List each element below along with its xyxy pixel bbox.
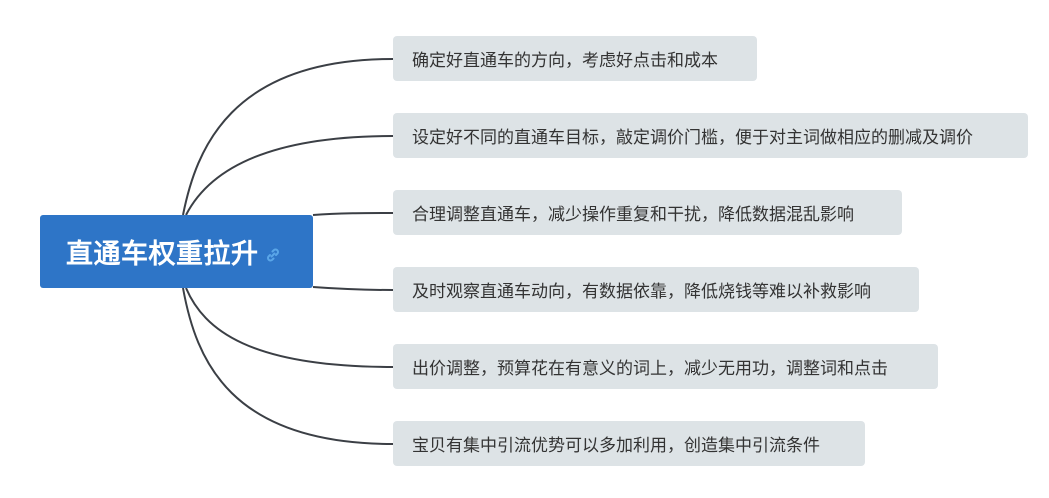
root-topic[interactable]: 直通车权重拉升 [40, 215, 313, 288]
branch-topic-label: 及时观察直通车动向，有数据依靠，降低烧钱等难以补救影响 [412, 282, 871, 302]
branch-topic-label: 合理调整直通车，减少操作重复和干扰，降低数据混乱影响 [412, 205, 854, 225]
branch-topic-label: 设定好不同的直通车目标，敲定调价门槛，便于对主词做相应的删减及调价 [412, 128, 973, 148]
branch-topic-5[interactable]: 出价调整，预算花在有意义的词上，减少无用功，调整词和点击 [393, 344, 938, 389]
link-icon[interactable] [265, 247, 281, 263]
branch-topic-label: 出价调整，预算花在有意义的词上，减少无用功，调整词和点击 [412, 359, 888, 379]
connector-branch-6 [182, 287, 394, 445]
branch-topic-label: 确定好直通车的方向，考虑好点击和成本 [412, 51, 718, 71]
connector-branch-2 [185, 135, 394, 216]
branch-topic-label: 宝贝有集中引流优势可以多加利用，创造集中引流条件 [412, 436, 820, 456]
connector-branch-3 [312, 212, 394, 216]
branch-topic-1[interactable]: 确定好直通车的方向，考虑好点击和成本 [393, 36, 757, 81]
branch-topic-2[interactable]: 设定好不同的直通车目标，敲定调价门槛，便于对主词做相应的删减及调价 [393, 113, 1028, 158]
branch-topic-6[interactable]: 宝贝有集中引流优势可以多加利用，创造集中引流条件 [393, 421, 865, 466]
connector-branch-5 [185, 287, 394, 368]
root-topic-title: 直通车权重拉升 [66, 239, 259, 270]
branch-topic-4[interactable]: 及时观察直通车动向，有数据依靠，降低烧钱等难以补救影响 [393, 267, 919, 312]
connector-branch-4 [312, 286, 394, 291]
branch-topic-3[interactable]: 合理调整直通车，减少操作重复和干扰，降低数据混乱影响 [393, 190, 902, 235]
connector-branch-1 [182, 58, 394, 216]
